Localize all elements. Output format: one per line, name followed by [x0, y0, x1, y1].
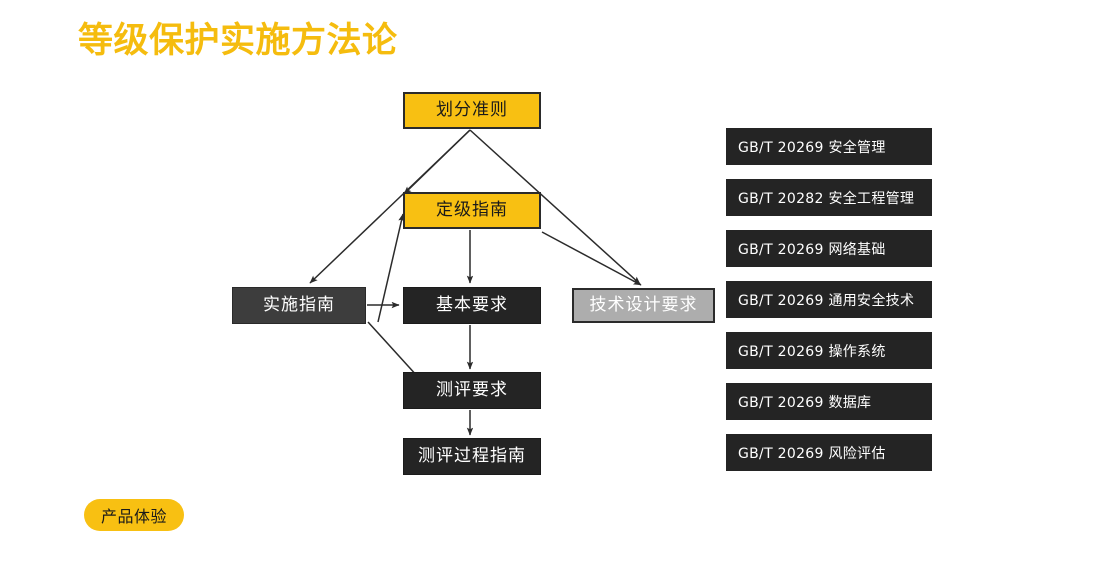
standard-item[interactable]: GB/T 20282 安全工程管理 — [726, 179, 932, 216]
flow-node-label: 测评过程指南 — [418, 446, 526, 466]
footer-badge[interactable]: 产品体验 — [84, 499, 185, 531]
standard-item-label: GB/T 20269 网络基础 — [738, 241, 886, 258]
flow-node-ceping-guocheng-zhinan[interactable]: 测评过程指南 — [403, 438, 541, 475]
standard-item[interactable]: GB/T 20269 操作系统 — [726, 332, 932, 369]
edge-shishi-to-dingji — [377, 213, 405, 323]
flow-node-label: 技术设计要求 — [589, 295, 698, 315]
flow-node-label: 基本要求 — [436, 295, 508, 315]
standard-item[interactable]: GB/T 20269 风险评估 — [726, 434, 932, 471]
flow-node-label: 测评要求 — [436, 380, 508, 400]
page-title: 等级保护实施方法论 — [78, 21, 398, 61]
standard-item[interactable]: GB/T 20269 通用安全技术 — [726, 281, 932, 318]
standard-item-label: GB/T 20269 操作系统 — [738, 343, 886, 360]
standard-item-label: GB/T 20269 数据库 — [738, 394, 872, 411]
edge-huafen-to-dingji — [403, 129, 471, 195]
flow-node-label: 实施指南 — [263, 295, 335, 315]
standard-item[interactable]: GB/T 20269 数据库 — [726, 383, 932, 420]
standard-item[interactable]: GB/T 20269 网络基础 — [726, 230, 932, 267]
standard-item-label: GB/T 20269 风险评估 — [738, 445, 886, 462]
standards-list: GB/T 20269 安全管理 GB/T 20282 安全工程管理 GB/T 2… — [726, 128, 932, 485]
flow-node-ceping-yaoqiu[interactable]: 测评要求 — [403, 372, 541, 409]
standard-item-label: GB/T 20282 安全工程管理 — [738, 190, 915, 207]
flow-node-shishi-zhinan[interactable]: 实施指南 — [232, 287, 366, 324]
flow-node-huafen-zhunze[interactable]: 划分准则 — [403, 92, 541, 129]
standard-item-label: GB/T 20269 安全管理 — [738, 139, 886, 156]
edge-dingji-to-jishu — [541, 231, 642, 286]
standard-item[interactable]: GB/T 20269 安全管理 — [726, 128, 932, 165]
footer-badge-label: 产品体验 — [101, 507, 168, 526]
flow-node-dingji-zhinan[interactable]: 定级指南 — [403, 192, 541, 229]
flow-node-label: 定级指南 — [436, 200, 508, 220]
flow-node-jishu-sheji-yaoqiu[interactable]: 技术设计要求 — [572, 288, 715, 323]
flow-node-jiben-yaoqiu[interactable]: 基本要求 — [403, 287, 541, 324]
flow-node-label: 划分准则 — [436, 100, 508, 120]
standard-item-label: GB/T 20269 通用安全技术 — [738, 292, 915, 309]
